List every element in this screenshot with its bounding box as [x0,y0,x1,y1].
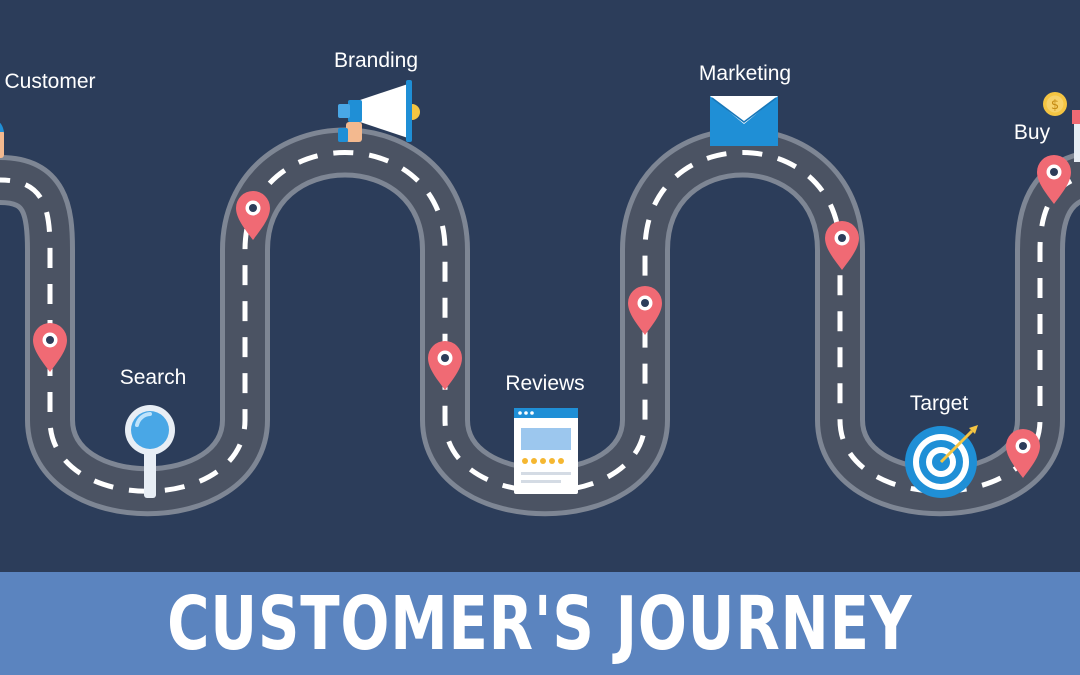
stage-label-target: Target [909,392,969,415]
magnifier-icon [125,405,175,498]
stage-label-branding: Branding [333,49,419,72]
stage-label-marketing: Marketing [698,62,792,85]
person-icon [0,122,4,158]
review-page-icon [514,408,578,494]
shopping-item-icon [1072,110,1080,162]
journey-road-scene: $ [0,80,1080,572]
stage-label-search: Search [119,366,187,389]
banner-title: CUSTOMER'S JOURNEY [167,580,913,667]
envelope-icon [710,96,778,146]
title-banner: CUSTOMER'S JOURNEY [0,572,1080,675]
stage-label-customer: Customer [4,70,96,93]
coin-icon: $ [1043,92,1067,116]
target-icon [905,425,978,498]
megaphone-icon [338,80,420,142]
stage-label-reviews: Reviews [505,372,585,395]
stage-label-buy: Buy [1013,121,1051,144]
coin-symbol: $ [1051,98,1059,113]
